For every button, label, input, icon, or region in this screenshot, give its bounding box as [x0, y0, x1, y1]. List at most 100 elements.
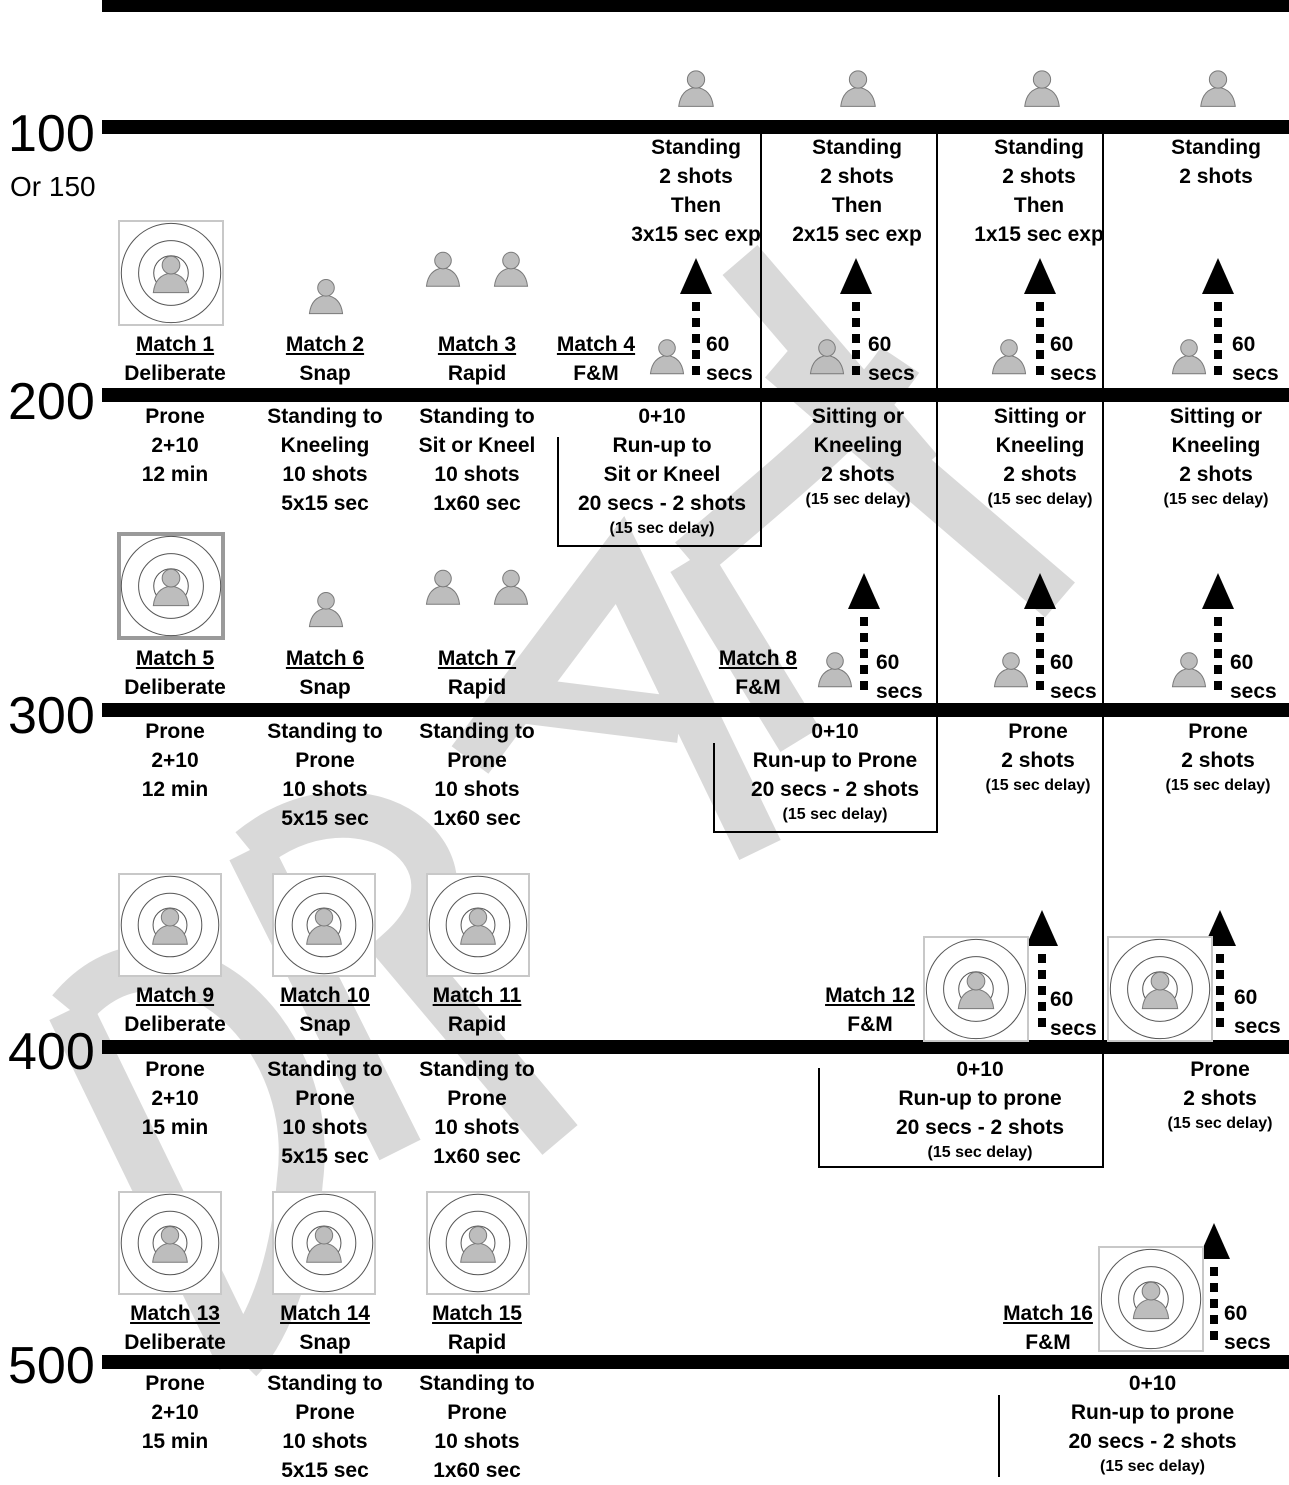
arrow-dash: [860, 649, 868, 658]
arrow-dash: [1038, 1002, 1046, 1011]
yard-label-400: 400: [8, 1023, 95, 1081]
figure-target-icon: [817, 652, 853, 688]
arrow-dash: [852, 318, 860, 327]
arrow-up-icon: [836, 258, 876, 386]
bullseye-target-icon: [1107, 936, 1213, 1042]
time-limit-unit: secs: [1050, 1017, 1097, 1040]
arrow-dash: [1036, 665, 1044, 674]
arrow-dash: [1036, 633, 1044, 642]
figure-target-icon: [649, 339, 685, 375]
yard-sublabel-150: Or 150: [10, 171, 96, 202]
arrow-dash: [1038, 986, 1046, 995]
arrow-up-icon: [1198, 573, 1238, 701]
figure-target-icon: [493, 569, 529, 605]
top-border: [102, 0, 1289, 12]
bullseye-target-icon: [118, 1191, 222, 1295]
divider-v: [936, 130, 938, 832]
time-limit-unit: secs: [1050, 362, 1097, 385]
range-line-200: [102, 388, 1289, 402]
figure-target-icon: [308, 592, 344, 628]
arrow-dash: [860, 633, 868, 642]
arrow-head: [1202, 258, 1234, 294]
arrow-dash: [852, 366, 860, 375]
arrow-dash: [1210, 1283, 1218, 1292]
bullseye-target-icon: [118, 873, 222, 977]
arrow-dash: [860, 681, 868, 690]
bullseye-target-icon: [272, 873, 376, 977]
arrow-dash: [1216, 1018, 1224, 1027]
time-limit-value: 60: [868, 333, 892, 356]
arrow-dash: [1210, 1331, 1218, 1340]
time-limit-value: 60: [1050, 651, 1074, 674]
arrow-dash: [1214, 302, 1222, 311]
time-limit-unit: secs: [868, 362, 915, 385]
time-limit-unit: secs: [1224, 1331, 1271, 1354]
figure-target-icon: [425, 251, 461, 287]
arrow-dash: [1036, 334, 1044, 343]
bullseye-target-icon: [426, 1191, 530, 1295]
arrow-head: [848, 573, 880, 609]
time-limit-value: 60: [1050, 988, 1074, 1011]
arrow-dash: [852, 302, 860, 311]
arrow-dash: [692, 318, 700, 327]
yard-label-200: 200: [8, 373, 95, 431]
time-limit-value: 60: [1050, 333, 1074, 356]
bullseye-target-icon: [1098, 1246, 1204, 1352]
arrow-dash: [1210, 1299, 1218, 1308]
arrow-head: [1024, 573, 1056, 609]
arrow-dash: [1036, 350, 1044, 359]
divider-v: [713, 743, 715, 833]
arrow-dash: [1216, 954, 1224, 963]
arrow-dash: [1214, 633, 1222, 642]
figure-target-icon: [809, 339, 845, 375]
arrow-dash: [1214, 665, 1222, 674]
figure-target-icon: [1171, 339, 1207, 375]
bullseye-target-icon: [117, 532, 225, 640]
time-limit-value: 60: [1230, 651, 1254, 674]
divider-h: [818, 1166, 1104, 1168]
arrow-dash: [692, 366, 700, 375]
arrow-dash: [1216, 1002, 1224, 1011]
time-limit-value: 60: [1234, 986, 1258, 1009]
arrow-dash: [1214, 334, 1222, 343]
figure-target-icon: [425, 569, 461, 605]
range-line-300: [102, 703, 1289, 717]
time-limit-unit: secs: [1232, 362, 1279, 385]
arrow-up-icon: [1198, 258, 1238, 386]
arrow-dash: [1036, 649, 1044, 658]
time-limit-value: 60: [876, 651, 900, 674]
arrow-dash: [860, 617, 868, 626]
figure-target-icon: [1024, 70, 1060, 107]
arrow-dash: [692, 350, 700, 359]
time-limit-value: 60: [1232, 333, 1256, 356]
divider-h: [713, 831, 938, 833]
time-limit-value: 60: [1224, 1302, 1248, 1325]
arrow-dash: [1216, 970, 1224, 979]
arrow-head: [680, 258, 712, 294]
arrow-dash: [1214, 681, 1222, 690]
arrow-dash: [1214, 649, 1222, 658]
arrow-up-icon: [1020, 573, 1060, 701]
